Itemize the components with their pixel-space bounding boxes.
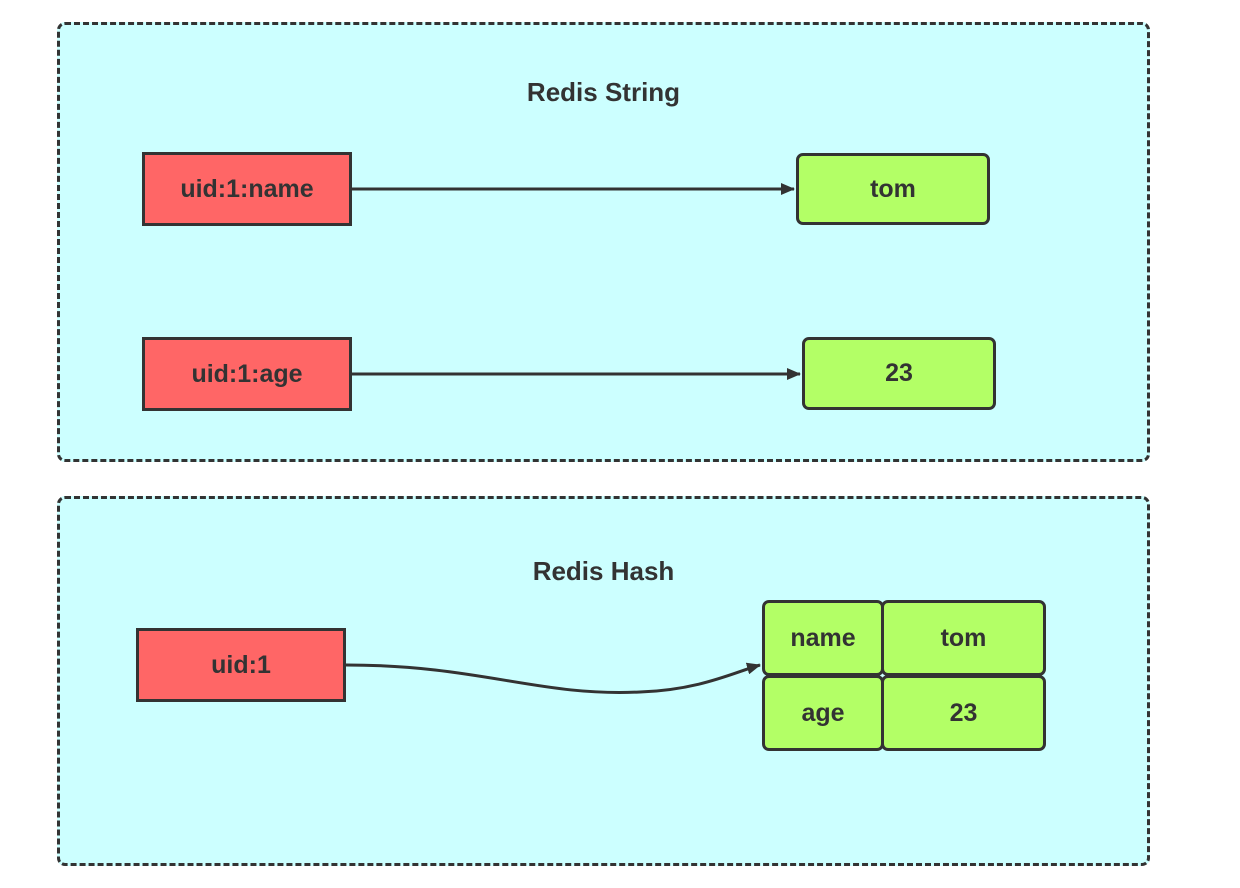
hash-field-age: age — [762, 675, 884, 751]
redis-hash-title: Redis Hash — [532, 556, 675, 586]
hash-field-name: name — [762, 600, 884, 676]
hash-value-age: 23 — [881, 675, 1046, 751]
hash-value-name: tom — [881, 600, 1046, 676]
string-value-age: 23 — [802, 337, 996, 410]
string-value-name: tom — [796, 153, 990, 225]
string-key-age: uid:1:age — [142, 337, 352, 411]
string-key-name: uid:1:name — [142, 152, 352, 226]
hash-key: uid:1 — [136, 628, 346, 702]
redis-string-title: Redis String — [526, 77, 681, 107]
